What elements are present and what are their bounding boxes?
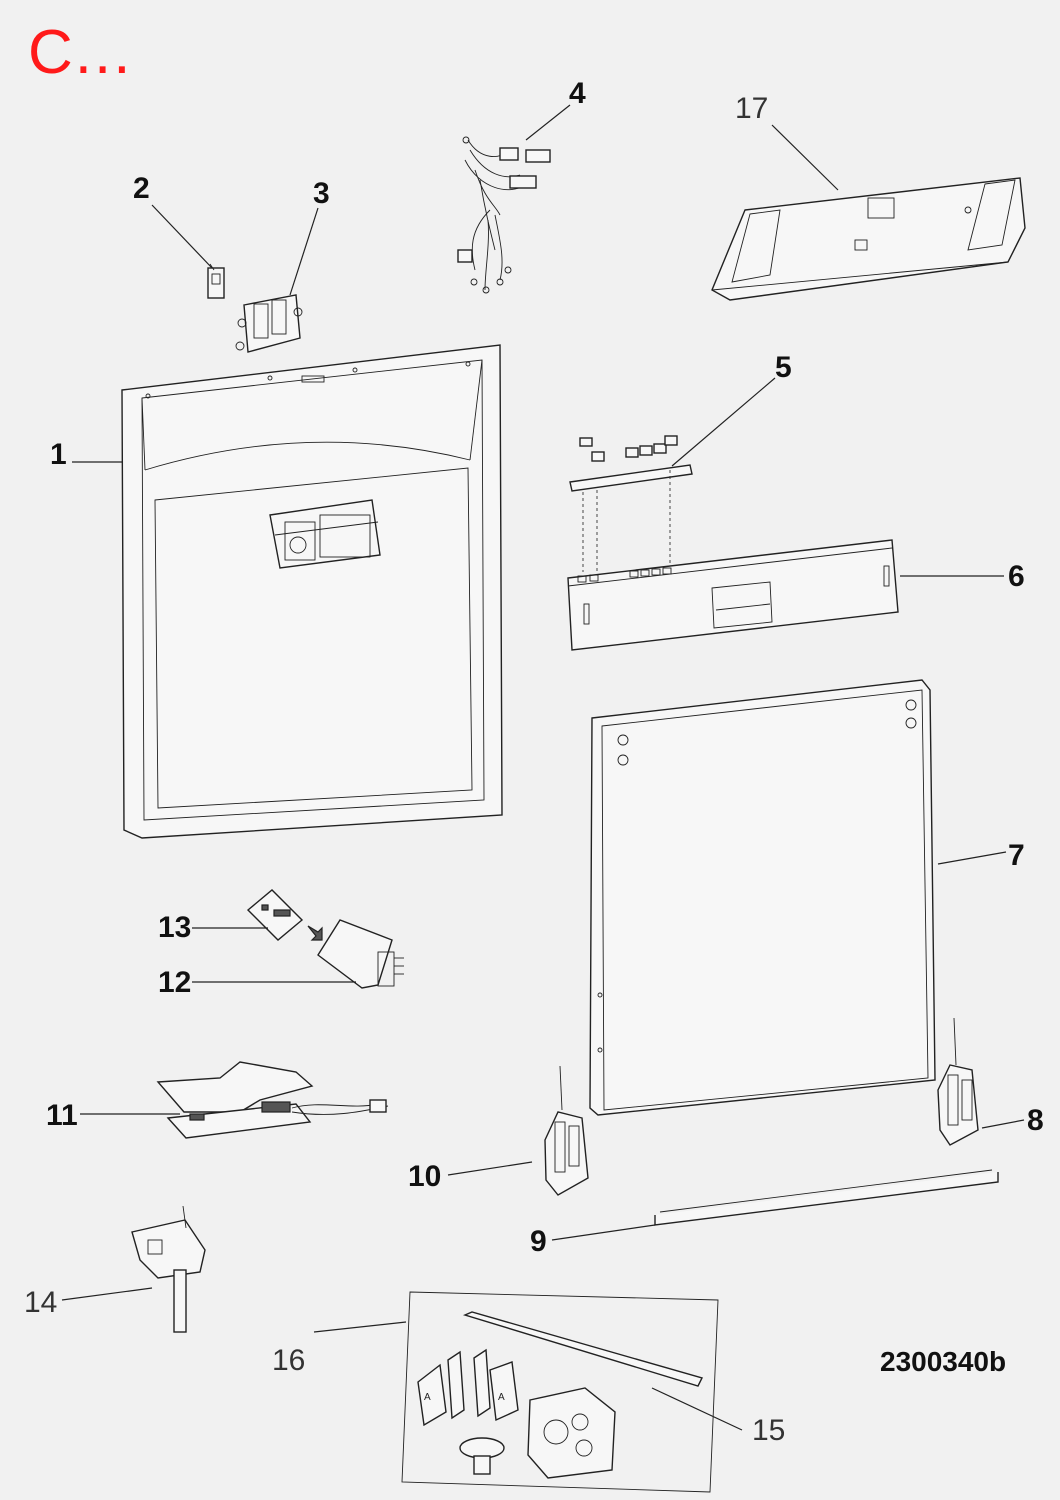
part-13-label	[246, 889, 304, 941]
corner-title: C...	[28, 18, 133, 87]
label-10: 10	[408, 1160, 441, 1193]
detergent-dispenser-drawing	[269, 499, 381, 569]
label-16: 16	[272, 1344, 305, 1377]
part-6-control-panel	[567, 539, 899, 651]
part-17-panel-support	[711, 177, 1026, 301]
part-1-inner-door	[121, 344, 503, 839]
part-7-outer-door-panel	[589, 679, 936, 1116]
svg-text:A: A	[498, 1392, 505, 1403]
label-9: 9	[530, 1225, 547, 1258]
label-14: 14	[24, 1286, 57, 1319]
label-1: 1	[50, 438, 67, 471]
part-3-door-lock	[235, 294, 303, 353]
label-8: 8	[1027, 1104, 1044, 1137]
label-12: 12	[158, 966, 191, 999]
part-2-switch	[207, 263, 225, 299]
part-11-pcb	[156, 1061, 389, 1139]
label-6: 6	[1008, 560, 1025, 593]
label-7: 7	[1008, 839, 1025, 872]
label-3: 3	[313, 177, 330, 210]
svg-text:A: A	[424, 1392, 431, 1403]
part-10-left-hinge	[544, 1065, 589, 1196]
part-9-rod	[654, 1169, 999, 1226]
label-11: 11	[46, 1099, 78, 1132]
label-17: 17	[735, 92, 768, 125]
label-13: 13	[158, 911, 191, 944]
part-4-wiring-harness	[457, 136, 551, 294]
leader-lines	[61, 104, 1025, 1431]
part-5-buttons	[569, 435, 693, 572]
label-5: 5	[775, 351, 792, 384]
part-16-kit: A A	[401, 1291, 719, 1493]
label-4: 4	[569, 77, 586, 110]
callout-labels: 1 2 3 4 5 6 7 8 9 10 11 12 13 14 15 16 1…	[24, 77, 1044, 1447]
part-12-module	[307, 919, 404, 989]
part-14-pressure-switch	[131, 1205, 206, 1333]
part-8-right-hinge	[937, 1017, 979, 1146]
label-15: 15	[752, 1414, 785, 1447]
label-2: 2	[133, 172, 150, 205]
drawing-code: 2300340b	[880, 1346, 1006, 1377]
part-15-strip	[462, 1311, 704, 1387]
